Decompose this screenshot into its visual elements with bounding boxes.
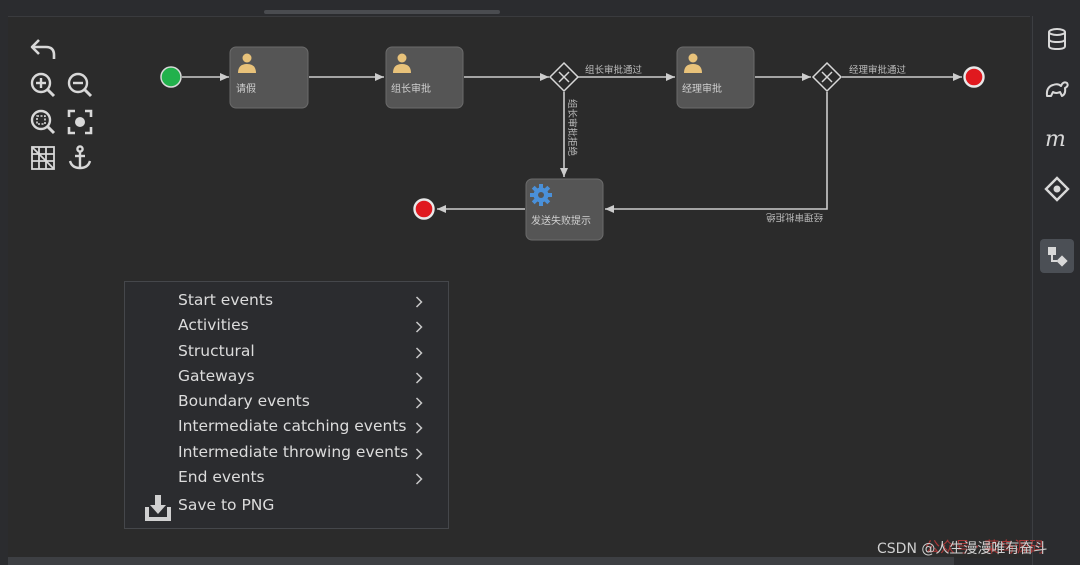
chevron-right-icon	[415, 294, 423, 312]
chevron-right-icon	[415, 345, 423, 363]
zoom-in-icon[interactable]	[28, 70, 58, 100]
tab-indicator[interactable]	[264, 10, 500, 14]
chevron-right-icon	[415, 395, 423, 413]
maven-icon[interactable]: m	[1040, 122, 1074, 156]
service-task-fail[interactable]: 发送失败提示	[525, 178, 604, 241]
left-edge	[0, 16, 8, 565]
menu-item-save-png[interactable]: Save to PNG	[125, 492, 448, 524]
database-icon[interactable]	[1040, 22, 1074, 56]
user-task-qingjia[interactable]: 请假	[229, 46, 309, 109]
task-label: 经理审批	[682, 82, 722, 95]
watermark-csdn: CSDN @人生漫漫唯有奋斗	[877, 541, 1048, 557]
zoom-fit-icon[interactable]	[65, 107, 95, 137]
task-label: 请假	[236, 82, 256, 95]
flow-label-group-reject: 组长审批拒绝	[566, 99, 578, 157]
flow-label-manager-pass: 经理审批通过	[849, 64, 907, 76]
chevron-right-icon	[415, 420, 423, 438]
top-tab-strip	[0, 0, 1080, 16]
menu-item-label: Boundary events	[178, 392, 310, 410]
menu-item-activities[interactable]: Activities	[125, 313, 448, 338]
flow-label-group-pass: 组长审批通过	[585, 64, 643, 76]
end-event-fail[interactable]	[413, 198, 435, 220]
flow-label-manager-reject: 经理审批拒绝	[765, 211, 823, 223]
zoom-out-icon[interactable]	[65, 70, 95, 100]
menu-item-label: Activities	[178, 316, 249, 334]
chevron-right-icon	[415, 446, 423, 464]
user-task-jingli[interactable]: 经理审批	[676, 46, 755, 109]
palette-context-menu: Start events Activities Structural Gatew…	[124, 281, 449, 529]
bpmn-diagram-icon[interactable]	[1040, 239, 1074, 273]
menu-item-label: Structural	[178, 342, 255, 360]
watermark-overlay: 公众号 · 菜鸟源码	[925, 538, 1045, 556]
menu-item-end-events[interactable]: End events	[125, 465, 448, 490]
menu-item-boundary-events[interactable]: Boundary events	[125, 389, 448, 414]
zoom-actual-icon[interactable]	[28, 107, 58, 137]
bpmn-diagram: 请假 组长审批 经理审批 发送失败提示	[160, 46, 985, 241]
flow-manager-reject[interactable]	[605, 92, 828, 213]
chevron-right-icon	[415, 370, 423, 388]
menu-item-intermediate-throwing-events[interactable]: Intermediate throwing events	[125, 440, 448, 465]
start-event[interactable]	[160, 66, 182, 88]
user-task-zuzhang[interactable]: 组长审批	[385, 46, 464, 109]
anchor-icon[interactable]	[65, 143, 95, 173]
menu-item-label: Gateways	[178, 367, 255, 385]
task-label: 组长审批	[391, 82, 431, 95]
menu-item-intermediate-catching-events[interactable]: Intermediate catching events	[125, 414, 448, 439]
exclusive-gateway-1[interactable]	[548, 61, 580, 93]
chevron-right-icon	[415, 319, 423, 337]
user-icon	[393, 53, 411, 73]
user-icon	[684, 53, 702, 73]
menu-item-label: End events	[178, 468, 265, 486]
horizontal-scrollbar[interactable]	[8, 557, 954, 565]
menu-item-gateways[interactable]: Gateways	[125, 364, 448, 389]
end-event-success[interactable]	[963, 66, 985, 88]
svg-text:m: m	[1045, 128, 1066, 150]
menu-item-label: Save to PNG	[178, 496, 275, 514]
exclusive-gateway-2[interactable]	[811, 61, 843, 93]
undo-icon[interactable]	[28, 34, 58, 64]
menu-item-structural[interactable]: Structural	[125, 339, 448, 364]
menu-item-label: Intermediate throwing events	[178, 443, 409, 461]
download-save-icon	[143, 493, 173, 527]
task-label: 发送失败提示	[531, 214, 591, 227]
chevron-right-icon	[415, 471, 423, 489]
user-icon	[238, 53, 256, 73]
menu-item-label: Start events	[178, 291, 274, 309]
gradle-icon[interactable]	[1040, 72, 1074, 106]
menu-item-label: Intermediate catching events	[178, 417, 407, 435]
grid-icon[interactable]	[28, 143, 58, 173]
right-tool-window-bar: m	[1032, 16, 1080, 565]
menu-item-start-events[interactable]: Start events	[125, 288, 448, 313]
codeium-icon[interactable]	[1040, 172, 1074, 206]
gear-icon	[530, 184, 552, 206]
